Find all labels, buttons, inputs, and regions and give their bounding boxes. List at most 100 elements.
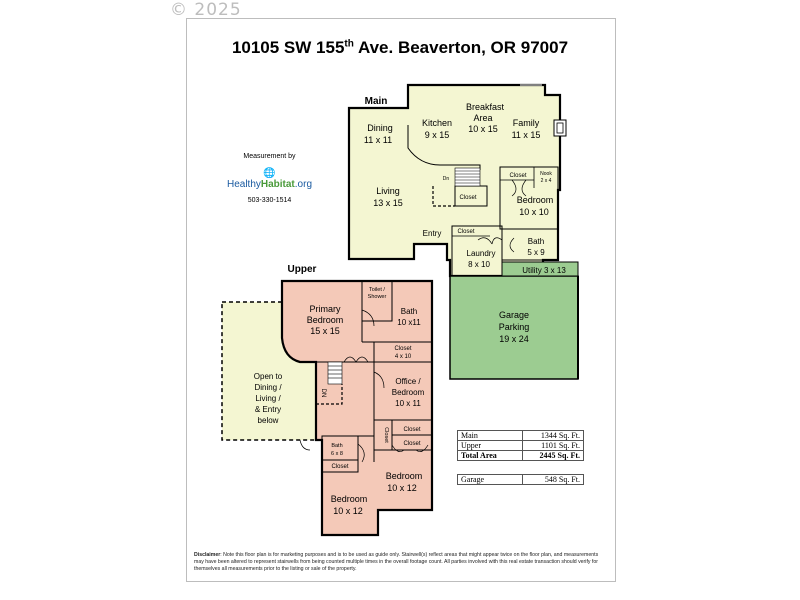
fireplace (553, 119, 567, 137)
primary-size: 15 x 15 (310, 326, 340, 336)
labels: Main Upper Dining 11 x 11 Kitchen 9 x 15… (254, 96, 567, 516)
row-label: Garage (457, 474, 523, 485)
upper-dn-label: DN (320, 389, 326, 398)
toilet-label2: Shower (368, 294, 387, 300)
closet-e-walls (321, 459, 359, 473)
nook-name: Nook (540, 171, 552, 177)
main-floor (347, 83, 567, 278)
open-label1: Open to (254, 372, 283, 381)
garage-name2: Parking (499, 322, 530, 332)
room-family-name: Family (513, 118, 540, 128)
main-dn-label: Dn (443, 176, 450, 182)
measurement-credit: Measurement by 🌐HealthyHabitat.org 503-3… (222, 153, 317, 204)
bed2-size: 10 x 12 (387, 483, 417, 493)
office-size: 10 x 11 (395, 399, 421, 408)
address-suffix: Ave. Beaverton, OR 97007 (353, 38, 569, 57)
open-label4: & Entry (255, 405, 281, 414)
upper-door-swings (299, 309, 429, 463)
closet-a-size: 4 x 10 (395, 354, 412, 360)
disclaimer-text: : Note this floor plan is for marketing … (194, 552, 599, 572)
brand-c: .org (294, 179, 313, 190)
upper-floor (221, 279, 434, 537)
upper-floor-outline (280, 279, 434, 537)
utility-label: Utility 3 x 13 (522, 266, 566, 275)
primary-name1: Primary (310, 304, 341, 314)
disclaimer-label: Disclaimer (194, 552, 221, 558)
row-label: Main (457, 430, 523, 441)
upper-bath-size: 10 x11 (397, 318, 421, 327)
garage (449, 261, 579, 380)
bath2-size: 6 x 8 (331, 451, 343, 457)
stair-dashed (432, 186, 455, 207)
main-bath-walls (501, 228, 559, 261)
measurement-by: Measurement by (243, 153, 296, 160)
disclaimer: Disclaimer: Note this floor plan is for … (194, 552, 608, 573)
measurement-phone: 503-330-1514 (247, 197, 292, 204)
row-value: 548 Sq. Ft. (522, 474, 584, 485)
open-label5: below (258, 416, 279, 425)
upper-bath-name: Bath (401, 307, 417, 316)
kitchen-wall (407, 125, 481, 170)
upper-stairs (327, 361, 343, 385)
fireplace-inner (556, 122, 564, 134)
garage-size: 19 x 24 (499, 334, 529, 344)
office-name1: Office / (395, 377, 421, 386)
brand-b: Habitat (260, 179, 295, 190)
main-bedroom-size: 10 x 10 (519, 207, 549, 217)
laundry-size: 8 x 10 (468, 260, 490, 269)
address-prefix: 10105 SW 155 (231, 38, 345, 57)
entry-label: Entry (423, 229, 442, 238)
row-value: 1344 Sq. Ft. (522, 430, 584, 441)
room-family-size: 11 x 15 (512, 130, 541, 140)
row-label: Total Area (457, 450, 523, 461)
toilet-shower-walls (361, 280, 393, 322)
main-closet2: Closet (509, 173, 526, 179)
open-label2: Dining / (254, 383, 282, 392)
copyright-text: © 2025 (170, 0, 242, 20)
bed3-name: Bedroom (331, 494, 368, 504)
room-dining-size: 11 x 11 (364, 135, 392, 145)
bath2-name: Bath (331, 443, 342, 449)
room-kitchen-size: 9 x 15 (425, 130, 450, 140)
address-sup: th (344, 38, 354, 50)
main-door-swings (477, 179, 527, 253)
closet-b-label: Closet (383, 427, 389, 443)
primary-name2: Bedroom (307, 315, 344, 325)
main-bedroom-name: Bedroom (517, 195, 554, 205)
row-value: 1101 Sq. Ft. (522, 440, 584, 451)
brand-a: Healthy (226, 179, 261, 190)
toilet-label1: Toilet / (369, 287, 385, 293)
bed3-size: 10 x 12 (333, 506, 363, 516)
healthyhabitat-logo: 🌐HealthyHabitat.org (222, 168, 317, 190)
row-label: Upper (457, 440, 523, 451)
room-breakfast-size: 10 x 15 (468, 124, 498, 134)
main-closet3: Closet (457, 229, 474, 235)
floor-label-main: Main (365, 96, 388, 107)
closet-d-label: Closet (403, 441, 420, 447)
open-label3: Living / (255, 394, 281, 403)
room-living-size: 13 x 15 (373, 198, 403, 208)
globe-icon: 🌐 (263, 168, 276, 179)
main-stairs (454, 167, 481, 187)
utility-strip (501, 261, 579, 277)
room-breakfast-name2: Area (473, 113, 492, 123)
office-name2: Bedroom (392, 388, 425, 397)
room-living-name: Living (376, 186, 400, 196)
floor-label-upper: Upper (288, 264, 317, 275)
main-closet1: Closet (459, 195, 476, 201)
closet-a-name: Closet (394, 346, 411, 352)
upper-stair-dashed (316, 384, 343, 405)
row-value: 2445 Sq. Ft. (522, 450, 584, 461)
room-dining-name: Dining (367, 123, 393, 133)
bed2-name: Bedroom (386, 471, 423, 481)
nook-size: 2 x 4 (541, 178, 552, 184)
garage-name1: Garage (499, 310, 529, 320)
laundry-name: Laundry (467, 249, 496, 258)
main-bath-size: 5 x 9 (527, 248, 545, 257)
